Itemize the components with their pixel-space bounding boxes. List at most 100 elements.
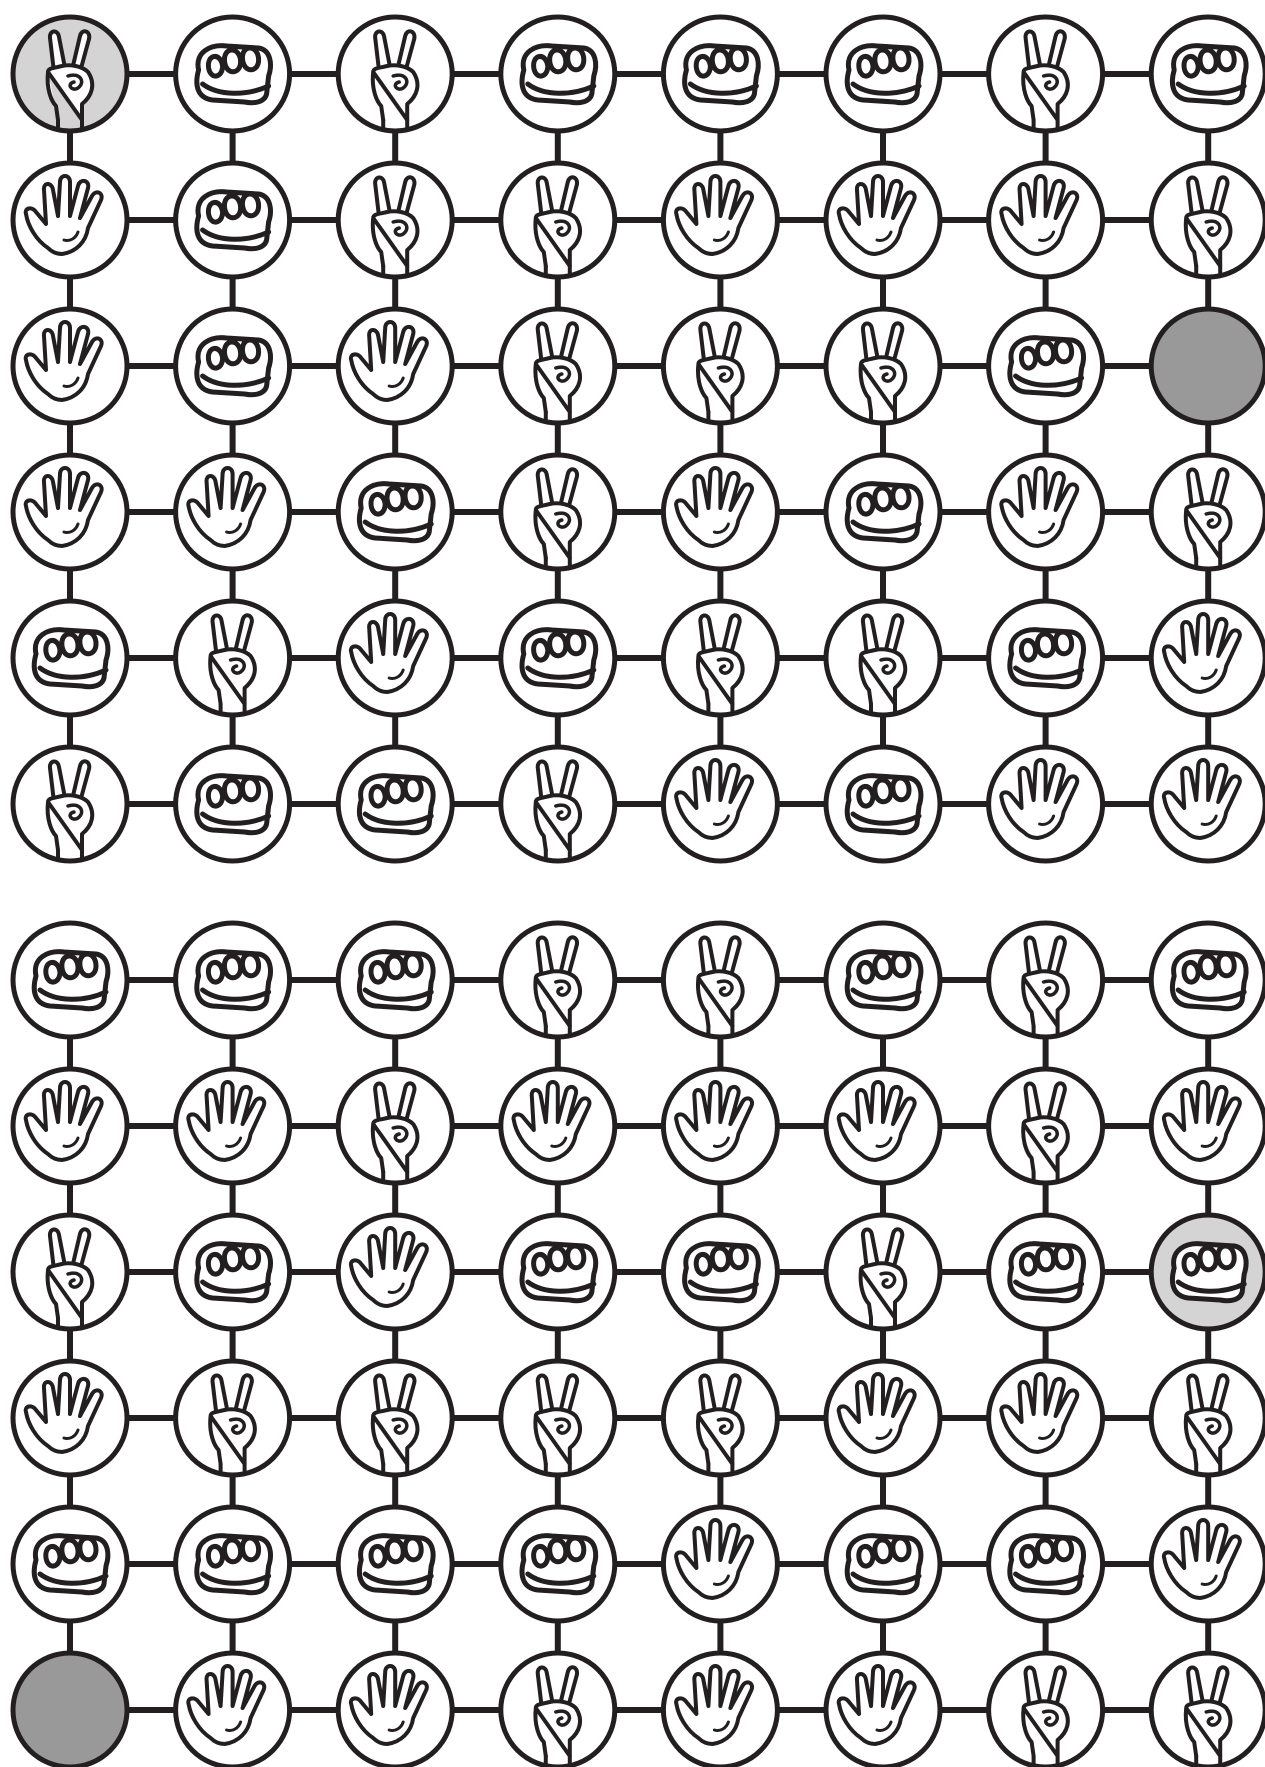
grid-cell[interactable] bbox=[1151, 747, 1265, 861]
grid-cell[interactable] bbox=[338, 923, 452, 1037]
grid-cell[interactable] bbox=[176, 163, 290, 277]
grid-cell[interactable] bbox=[989, 455, 1103, 569]
grid-cell[interactable] bbox=[989, 1069, 1103, 1183]
grid-cell[interactable] bbox=[338, 1507, 452, 1621]
start-cell[interactable] bbox=[1151, 1215, 1265, 1329]
grid-cell[interactable] bbox=[338, 601, 452, 715]
grid-cell[interactable] bbox=[1151, 601, 1265, 715]
grid-cell[interactable] bbox=[663, 17, 777, 131]
grid-cell[interactable] bbox=[663, 1653, 777, 1767]
grid-cell[interactable] bbox=[663, 1069, 777, 1183]
start-cell[interactable] bbox=[13, 17, 127, 131]
grid-cell[interactable] bbox=[826, 1653, 940, 1767]
grid-cell[interactable] bbox=[1151, 17, 1265, 131]
grid-cell[interactable] bbox=[989, 923, 1103, 1037]
grid-cell[interactable] bbox=[501, 163, 615, 277]
grid-cell[interactable] bbox=[501, 1361, 615, 1475]
grid-cell[interactable] bbox=[176, 1069, 290, 1183]
grid-cell[interactable] bbox=[176, 601, 290, 715]
grid-cell[interactable] bbox=[176, 1215, 290, 1329]
grid-cell[interactable] bbox=[826, 1215, 940, 1329]
grid-cell[interactable] bbox=[338, 1361, 452, 1475]
grid-cell[interactable] bbox=[501, 455, 615, 569]
grid-cell[interactable] bbox=[826, 1361, 940, 1475]
grid-cell[interactable] bbox=[1151, 455, 1265, 569]
grid-cell[interactable] bbox=[338, 1653, 452, 1767]
grid-cell[interactable] bbox=[501, 747, 615, 861]
grid-cell[interactable] bbox=[338, 1069, 452, 1183]
rock-fist-icon bbox=[359, 952, 433, 1009]
goal-cell[interactable] bbox=[1151, 309, 1265, 423]
grid-cell[interactable] bbox=[663, 923, 777, 1037]
grid-cell[interactable] bbox=[501, 17, 615, 131]
grid-cell[interactable] bbox=[826, 17, 940, 131]
grid-cell[interactable] bbox=[176, 17, 290, 131]
grid-cell[interactable] bbox=[501, 601, 615, 715]
grid-cell[interactable] bbox=[826, 1069, 940, 1183]
grid-cell[interactable] bbox=[1151, 1653, 1265, 1767]
grid-cell[interactable] bbox=[989, 163, 1103, 277]
grid-cell[interactable] bbox=[989, 1653, 1103, 1767]
grid-cell[interactable] bbox=[989, 747, 1103, 861]
grid-cell[interactable] bbox=[501, 923, 615, 1037]
grid-cell[interactable] bbox=[13, 1361, 127, 1475]
grid-cell[interactable] bbox=[176, 747, 290, 861]
grid-cell[interactable] bbox=[501, 309, 615, 423]
grid-cell[interactable] bbox=[176, 309, 290, 423]
grid-cell[interactable] bbox=[989, 17, 1103, 131]
grid-cell[interactable] bbox=[13, 1069, 127, 1183]
grid-cell[interactable] bbox=[13, 309, 127, 423]
grid-cell[interactable] bbox=[663, 455, 777, 569]
grid-cell[interactable] bbox=[338, 163, 452, 277]
grid-cell[interactable] bbox=[501, 1653, 615, 1767]
grid-cell[interactable] bbox=[13, 1507, 127, 1621]
grid-cell[interactable] bbox=[663, 309, 777, 423]
grid-cell[interactable] bbox=[989, 1507, 1103, 1621]
grid-cell[interactable] bbox=[1151, 163, 1265, 277]
grid-cell[interactable] bbox=[989, 1361, 1103, 1475]
grid-cell[interactable] bbox=[176, 1507, 290, 1621]
grid-cell[interactable] bbox=[826, 163, 940, 277]
grid-cell[interactable] bbox=[176, 923, 290, 1037]
grid-cell[interactable] bbox=[1151, 1069, 1265, 1183]
grid-cell[interactable] bbox=[989, 309, 1103, 423]
grid-cell[interactable] bbox=[501, 1507, 615, 1621]
rock-fist-icon bbox=[685, 46, 759, 103]
grid-cell[interactable] bbox=[663, 1507, 777, 1621]
grid-cell[interactable] bbox=[13, 455, 127, 569]
grid-cell[interactable] bbox=[1151, 1507, 1265, 1621]
grid-cell[interactable] bbox=[13, 163, 127, 277]
goal-cell[interactable] bbox=[13, 1653, 127, 1767]
grid-cell[interactable] bbox=[338, 1215, 452, 1329]
grid-cell[interactable] bbox=[826, 455, 940, 569]
grid-cell[interactable] bbox=[501, 1215, 615, 1329]
grid-cell[interactable] bbox=[663, 601, 777, 715]
grid-cell[interactable] bbox=[13, 747, 127, 861]
grid-cell[interactable] bbox=[13, 923, 127, 1037]
grid-cell[interactable] bbox=[338, 309, 452, 423]
grid-cell[interactable] bbox=[826, 1507, 940, 1621]
grid-cell[interactable] bbox=[663, 747, 777, 861]
grid-cell[interactable] bbox=[663, 163, 777, 277]
grid-cell[interactable] bbox=[176, 455, 290, 569]
grid-cell[interactable] bbox=[826, 747, 940, 861]
grid-cell[interactable] bbox=[338, 455, 452, 569]
grid-cell[interactable] bbox=[663, 1215, 777, 1329]
grid-cell[interactable] bbox=[176, 1653, 290, 1767]
grid-cell[interactable] bbox=[826, 309, 940, 423]
grid-cell[interactable] bbox=[826, 601, 940, 715]
grid-cell[interactable] bbox=[826, 923, 940, 1037]
grid-cell[interactable] bbox=[989, 1215, 1103, 1329]
grid-cell[interactable] bbox=[338, 747, 452, 861]
grid-cell[interactable] bbox=[13, 1215, 127, 1329]
grid-cell[interactable] bbox=[1151, 923, 1265, 1037]
grid-cell[interactable] bbox=[989, 601, 1103, 715]
rock-fist-icon bbox=[1172, 952, 1246, 1009]
grid-cell[interactable] bbox=[338, 17, 452, 131]
grid-cell[interactable] bbox=[1151, 1361, 1265, 1475]
grid-cell[interactable] bbox=[663, 1361, 777, 1475]
rock-fist-icon bbox=[34, 1536, 108, 1593]
grid-cell[interactable] bbox=[13, 601, 127, 715]
grid-cell[interactable] bbox=[501, 1069, 615, 1183]
grid-cell[interactable] bbox=[176, 1361, 290, 1475]
